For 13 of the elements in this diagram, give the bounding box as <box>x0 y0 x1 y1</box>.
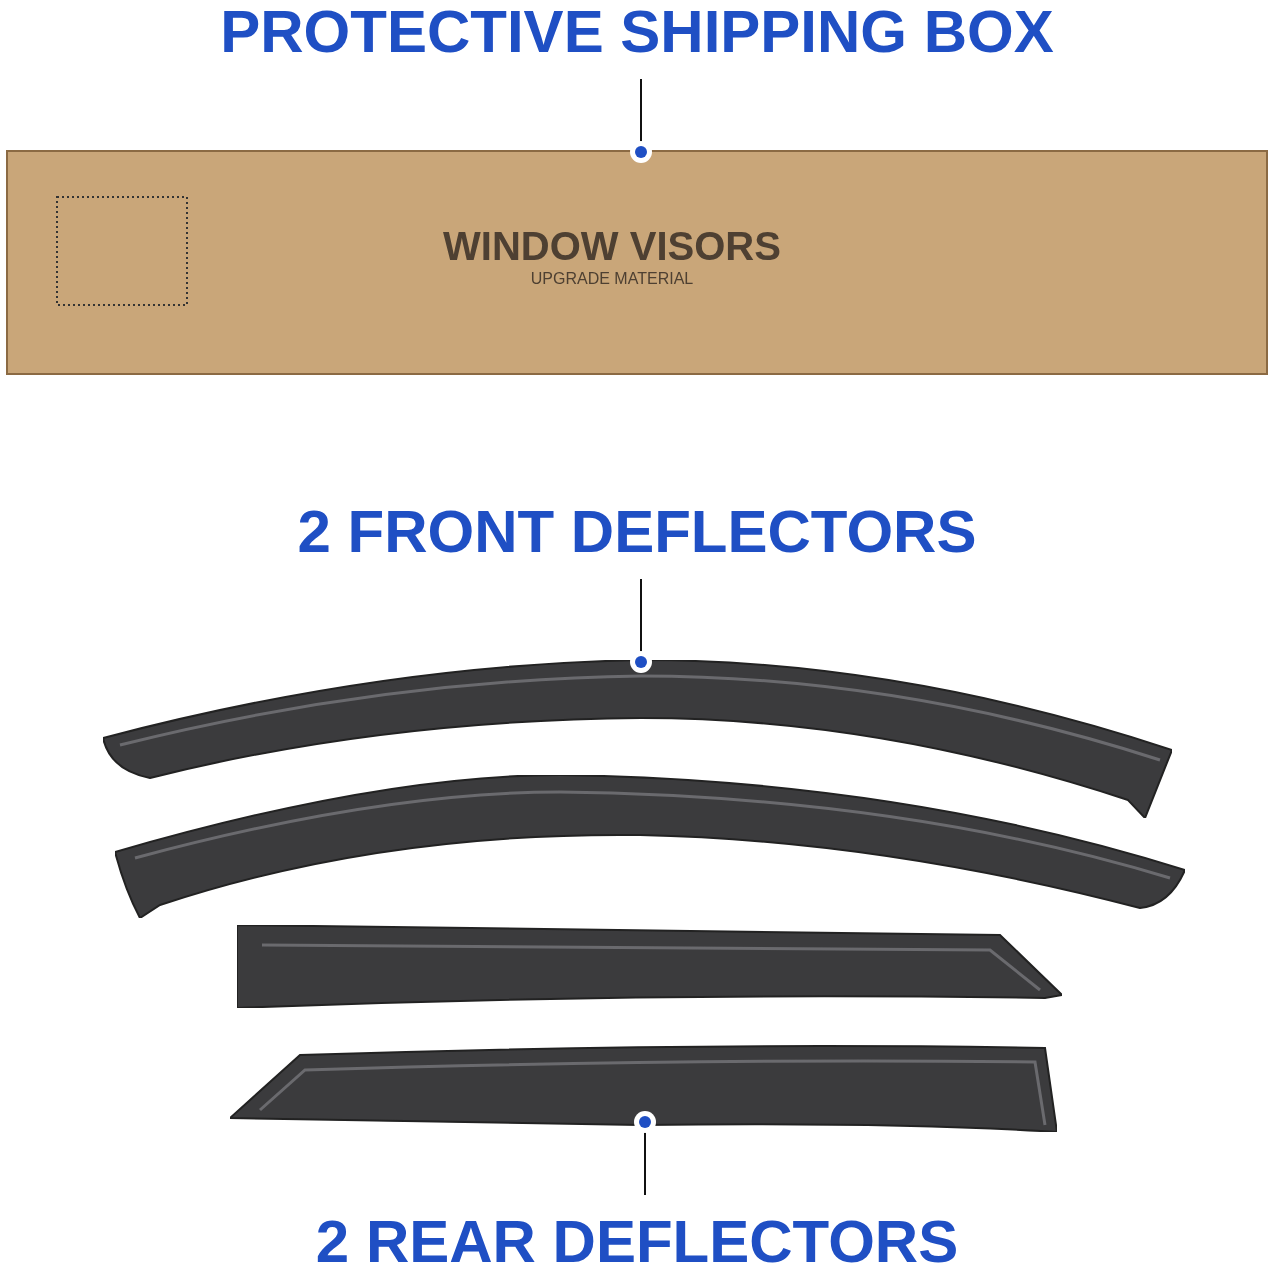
window-deflector-drawing <box>230 1042 1057 1132</box>
heading-text: PROTECTIVE SHIPPING BOX <box>220 0 1054 65</box>
box-print-text: UPGRADE MATERIAL <box>529 270 695 288</box>
heading-text: 2 FRONT DEFLECTORS <box>297 498 977 565</box>
shipping-box <box>6 150 1268 375</box>
heading-text: 2 REAR DEFLECTORS <box>315 1208 959 1275</box>
window-deflector-drawing <box>115 775 1185 918</box>
window-deflector-drawing <box>237 925 1062 1008</box>
leader-line <box>630 578 652 673</box>
box-print-text: WINDOW VISORS <box>442 224 782 269</box>
leader-line <box>630 78 652 163</box>
leader-line <box>634 1111 656 1196</box>
window-deflector-drawing <box>103 660 1172 818</box>
